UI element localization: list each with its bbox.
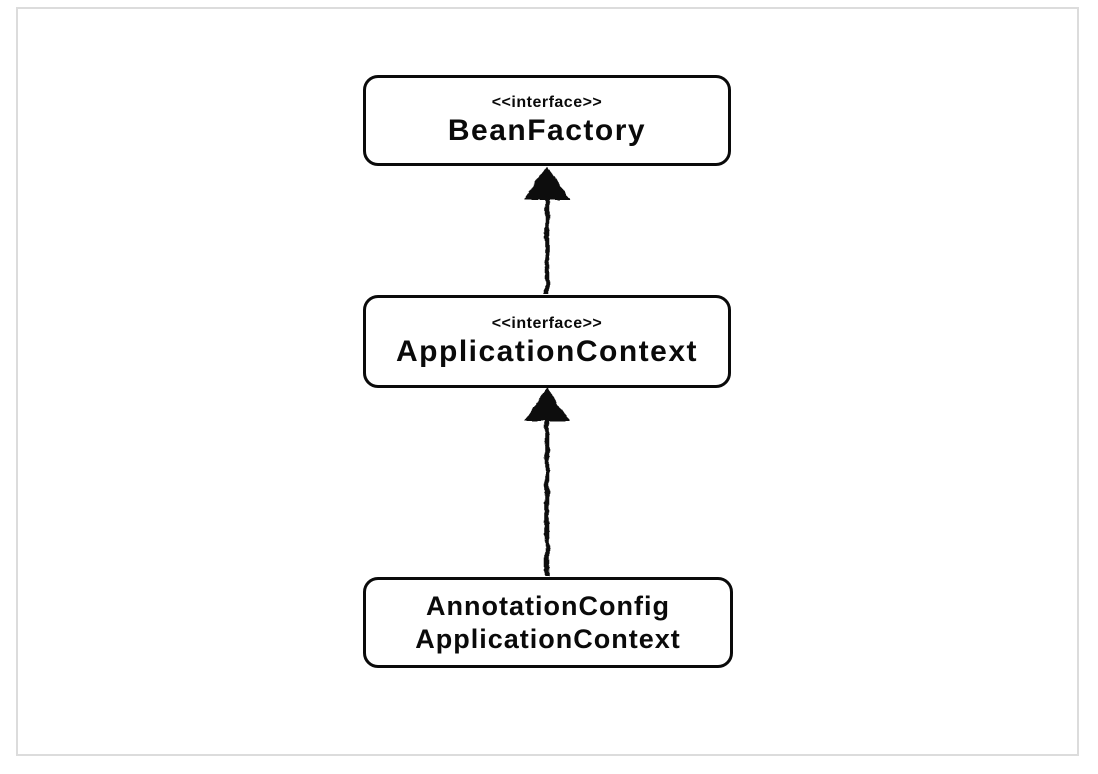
stereotype-label: <<interface>> [491, 93, 603, 111]
stereotype-label: <<interface>> [491, 314, 603, 332]
node-annotationconfigapplicationcontext: AnnotationConfig ApplicationContext [363, 577, 733, 668]
class-name-line2: ApplicationContext [415, 623, 681, 654]
class-name: ApplicationContext [396, 334, 698, 368]
class-name-line1: AnnotationConfig [426, 590, 670, 621]
node-beanfactory: <<interface>> BeanFactory [363, 75, 731, 166]
class-name: BeanFactory [447, 113, 647, 147]
node-applicationcontext: <<interface>> ApplicationContext [363, 295, 731, 388]
